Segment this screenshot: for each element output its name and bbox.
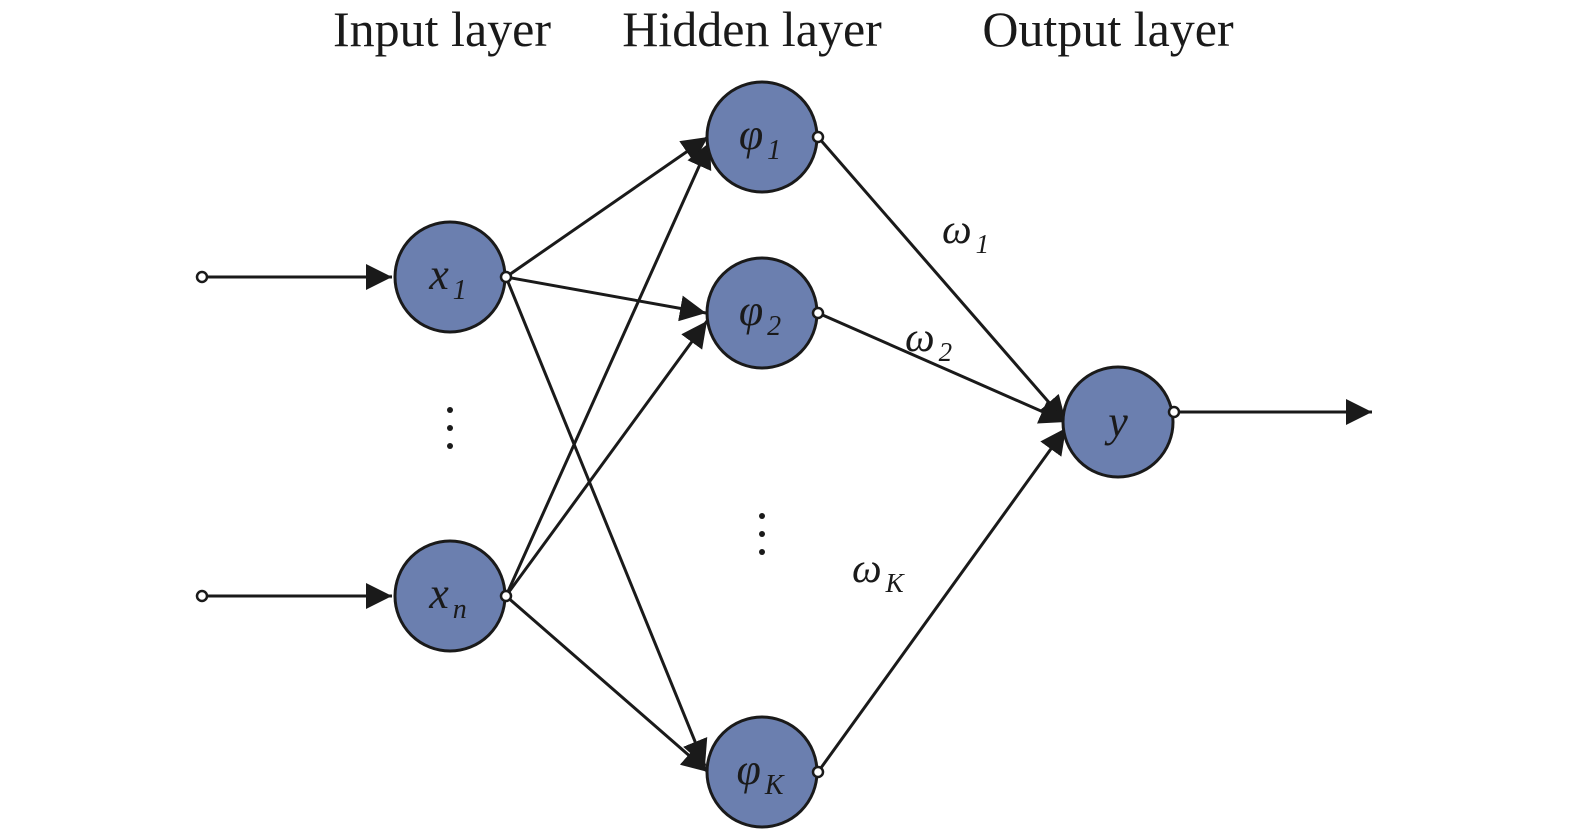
node-xn-symbol: x (428, 569, 449, 618)
node-phi1-sub: 1 (767, 135, 781, 166)
edge-x1-phi2 (505, 275, 707, 322)
edge-xn-phi2 (504, 320, 709, 597)
port-input-x1 (195, 270, 209, 284)
edge-phiK-y (816, 427, 1068, 773)
edge-x1-phi1 (505, 135, 709, 279)
port-phiK-out (811, 765, 825, 779)
svg-text:φK: φK (736, 745, 784, 801)
svg-text:x1: x1 (428, 250, 467, 306)
output-layer-title: Output layer (982, 1, 1234, 57)
port-xn-out (499, 589, 513, 603)
port-input-xn (195, 589, 209, 603)
node-y-symbol: y (1104, 397, 1128, 446)
edge-xn-phiK (505, 594, 709, 774)
weight-w2-symbol: ω (905, 315, 935, 361)
node-xn-sub: n (453, 594, 467, 625)
node-y-circle (1061, 365, 1175, 479)
edge-phi1-y (816, 136, 1068, 423)
node-x1-sub: 1 (453, 275, 467, 306)
node-phiK-symbol: φ (736, 745, 760, 794)
weight-w1-sub: 1 (976, 229, 990, 259)
edge-xn-phi1 (504, 141, 712, 597)
node-phiK-circle (705, 715, 819, 829)
node-phi1-symbol: φ (739, 110, 763, 159)
weight-w1-symbol: ω (942, 207, 972, 253)
svg-text:φ2: φ2 (739, 286, 781, 342)
port-phi1-out (811, 130, 825, 144)
node-y: y (1061, 365, 1175, 479)
weight-wK-symbol: ω (852, 546, 882, 592)
node-phi2-symbol: φ (739, 286, 763, 335)
node-xn-circle (393, 539, 507, 653)
hidden-ellipsis (759, 513, 765, 555)
input-layer-title: Input layer (333, 1, 551, 57)
weight-w2-sub: 2 (939, 337, 953, 367)
node-phiK-sub: K (764, 770, 785, 801)
hidden-layer-title: Hidden layer (622, 1, 882, 57)
weight-wK-sub: K (885, 568, 906, 598)
node-x1-circle (393, 220, 507, 334)
edge-x1-phiK (504, 276, 708, 767)
svg-text:φ1: φ1 (739, 110, 781, 166)
port-phi2-out (811, 306, 825, 320)
port-y-out (1167, 405, 1181, 419)
svg-text:xn: xn (428, 569, 467, 625)
port-x1-out (499, 270, 513, 284)
node-x1-symbol: x (428, 250, 449, 299)
input-ellipsis (447, 407, 453, 449)
edge-phi2-y (817, 311, 1067, 424)
node-phi2-sub: 2 (767, 311, 781, 342)
